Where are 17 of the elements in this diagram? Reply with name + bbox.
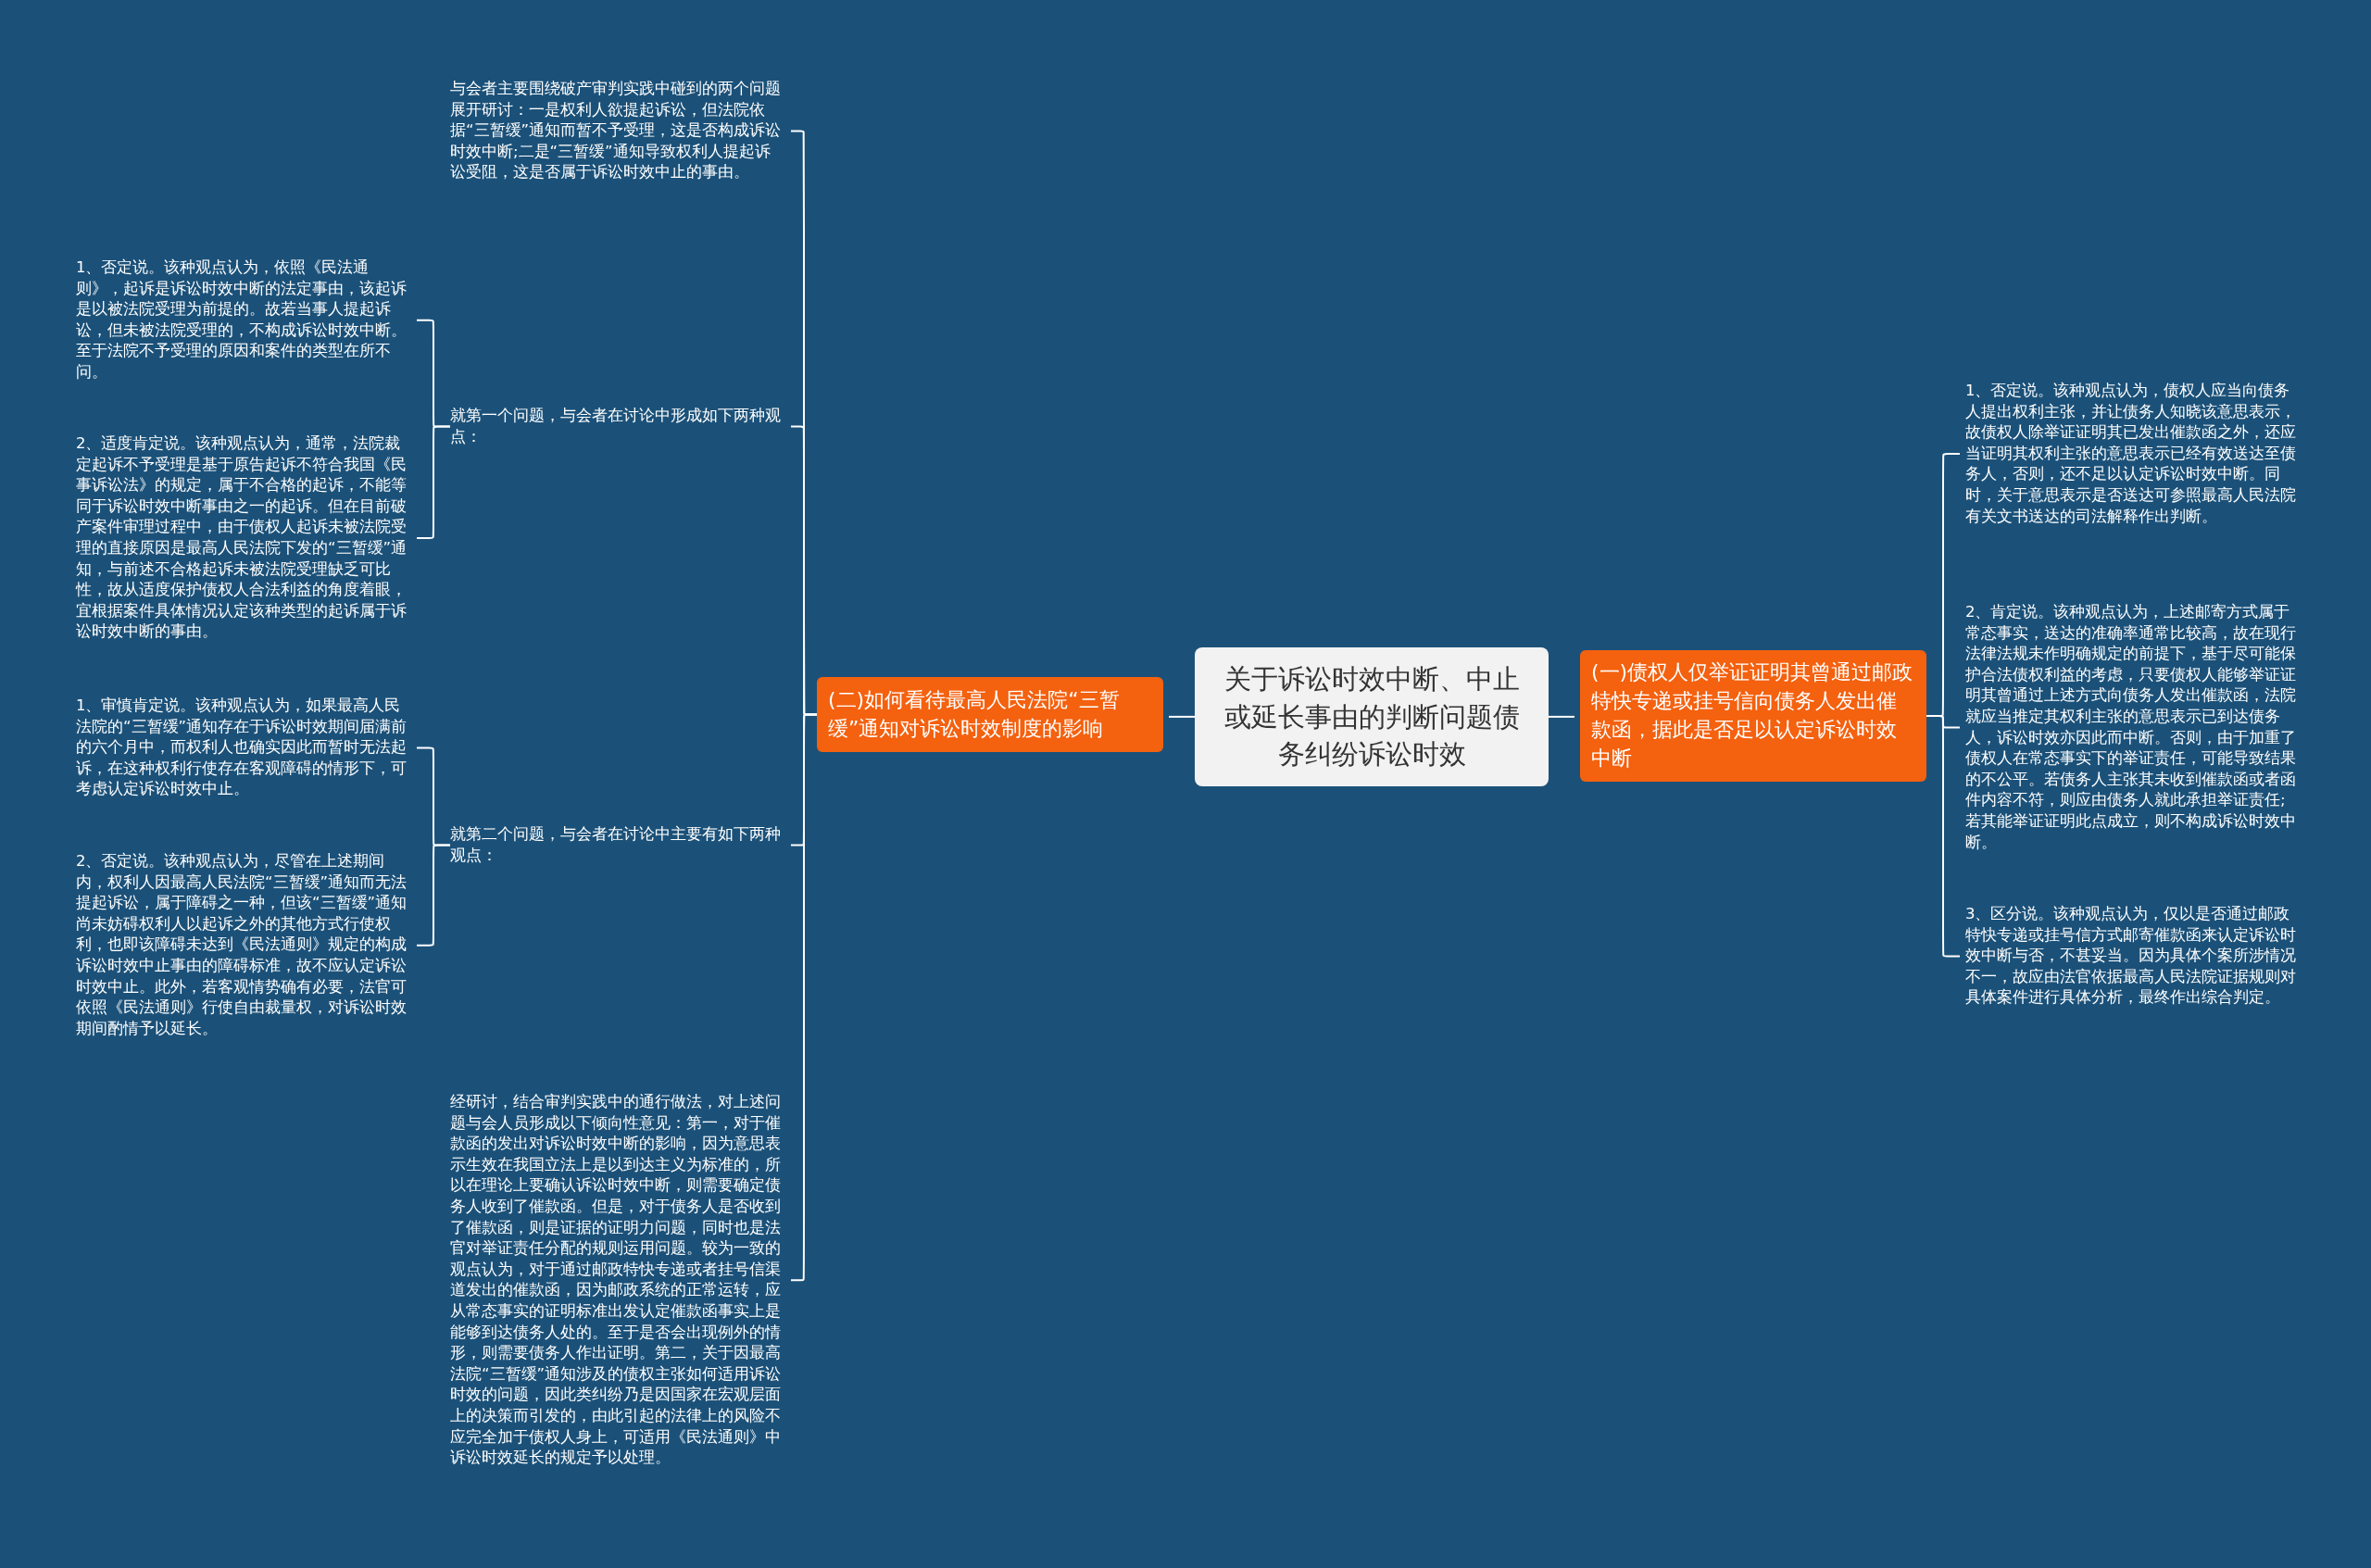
central-topic-box: 关于诉讼时效中断、中止或延长事由的判断问题债务纠纷诉讼时效 bbox=[1195, 647, 1549, 786]
note-text: 就第二个问题，与会者在讨论中主要有如下两种观点： bbox=[450, 824, 785, 867]
note-text: 2、肯定说。该种观点认为，上述邮寄方式属于常态事实，送达的准确率通常比较高，故在现行法律法规未作明确规定的前提下，基于尽可能保护合法债权利益的考虑，只要债权人能够举证证明其曾通过上述方式向债务人发出催款函，法院就应当推定其权利主张的意思表示已到达债务人，诉讼时效亦因此而中断。否则，由于加重了债权人在常态事实下的举证责任，可能导致结果的不公平。若债务人主张其未收到催款函或者函件内容不符，则应由债务人就此承担举证责任;若其能举证证明此点成立，则不构成诉讼时效中断。 bbox=[1965, 602, 2301, 854]
connector-line bbox=[1168, 715, 1196, 718]
note-text: 1、审慎肯定说。该种观点认为，如果最高人民法院的“三暂缓”通知存在于诉讼时效期间届满前的六个月中，而权利人也确实因此而暂时无法起诉，在这种权利行使存在客观障碍的情形下，可考虑认定诉讼时效中止。 bbox=[76, 696, 411, 800]
connector-line bbox=[1926, 715, 1961, 958]
note-text: 2、适度肯定说。该种观点认为，通常，法院裁定起诉不予受理是基于原告起诉不符合我国《民事诉讼法》的规定，属于不合格的起诉，不能等同于诉讼时效中断事由之一的起诉。但在目前破产案件审理过程中，由于债权人起诉未被法院受理的直接原因是最高人民法院下发的“三暂缓”通知，与前述不合格起诉未被法院受理缺乏可比性，故从适度保护债权人合法利益的角度着眼，宜根据案件具体情况认定该种类型的起诉属于诉讼时效中断的事由。 bbox=[76, 433, 411, 643]
branch-topic-box: (二)如何看待最高人民法院“三暂缓”通知对诉讼时效制度的影响 bbox=[817, 677, 1163, 752]
note-text: 3、区分说。该种观点认为，仅以是否通过邮政特快专递或挂号信方式邮寄催款函来认定诉讼时效中断与否，不甚妥当。因为具体个案所涉情况不一，故应由法官依据最高人民法院证据规则对具体案件进行具体分析，最终作出综合判定。 bbox=[1965, 904, 2301, 1009]
note-text: 经研讨，结合审判实践中的通行做法，对上述问题与会人员形成以下倾向性意见：第一，对于催款函的发出对诉讼时效中断的影响，因为意思表示生效在我国立法上是以到达主义为标准的，所以在理论上要确认诉讼时效中断，则需要确定债务人收到了催款函。但是，对于债务人是否收到了催款函，则是证据的证明力问题，同时也是法官对举证责任分配的规则运用问题。较为一致的观点认为，对于通过邮政特快专递或者挂号信渠道发出的催款函，因为邮政系统的正常运转，应从常态事实的证明标准出发认定催款函事实上是能够到达债务人处的。至于是否会出现例外的情形，则需要债务人作出证明。第二，关于因最高法院“三暂缓”通知涉及的债权主张如何适用诉讼时效的问题，因此类纠纷乃是因国家在宏观层面上的决策而引发的，由此引起的法律上的风险不应完全加于债权人身上，可适用《民法通则》中诉讼时效延长的规定予以处理。 bbox=[450, 1092, 785, 1469]
branch-topic-box: (一)债权人仅举证证明其曾通过邮政特快专递或挂号信向债务人发出催款函，据此是否足以认定诉讼时效中断 bbox=[1580, 650, 1926, 782]
connector-line bbox=[1548, 715, 1575, 718]
note-text: 2、否定说。该种观点认为，尽管在上述期间内，权利人因最高人民法院“三暂缓”通知而无法提起诉讼，属于障碍之一种，但该“三暂缓”通知尚未妨碍权利人以起诉之外的其他方式行使权利，也即该障碍未达到《民法通则》规定的构成诉讼时效中止事由的障碍标准，故不应认定诉讼时效中止。此外，若客观情势确有必要，法官可依照《民法通则》行使自由裁量权，对诉讼时效期间酌情予以延长。 bbox=[76, 851, 411, 1040]
note-text: 1、否定说。该种观点认为，债权人应当向债务人提出权利主张，并让债务人知晓该意思表示，故债权人除举证证明其已发出催款函之外，还应当证明其权利主张的意思表示已经有效送达至债务人，否则，还不足以认定诉讼时效中断。同时，关于意思表示是否送达可参照最高人民法院有关文书送达的司法解释作出判断。 bbox=[1965, 381, 2301, 528]
note-text: 与会者主要围绕破产审判实践中碰到的两个问题展开研讨：一是权利人欲提起诉讼，但法院依据“三暂缓”通知而暂不予受理，这是否构成诉讼时效中断;二是“三暂缓”通知导致权利人提起诉讼受阻，这是否属于诉讼时效中止的事由。 bbox=[450, 79, 785, 183]
note-text: 就第一个问题，与会者在讨论中形成如下两种观点： bbox=[450, 406, 785, 448]
note-text: 1、否定说。该种观点认为，依照《民法通则》，起诉是诉讼时效中断的法定事由，该起诉是以被法院受理为前提的。故若当事人提起诉讼，但未被法院受理的，不构成诉讼时效中断。至于法院不予受理的原因和案件的类型在所不问。 bbox=[76, 257, 411, 383]
